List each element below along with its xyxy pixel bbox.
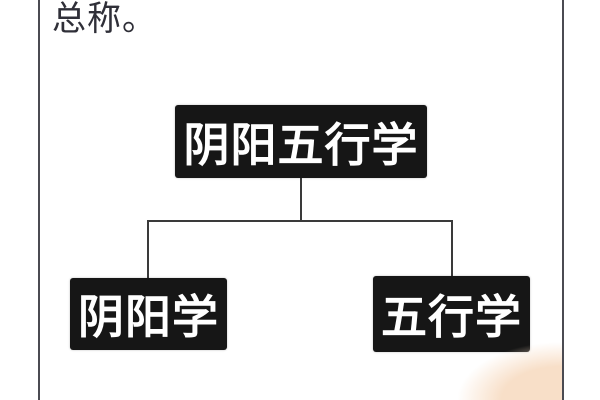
paragraph-text: 总称。 [52, 0, 157, 38]
page-left-border [38, 0, 40, 400]
node-child-right: 五行学 [373, 276, 530, 352]
node-child-left: 阴阳学 [70, 278, 227, 350]
connector-right-drop [451, 220, 453, 276]
connector-root-stem [300, 178, 302, 221]
node-root: 阴阳五行学 [175, 105, 427, 178]
page-right-border [562, 0, 564, 400]
connector-left-drop [147, 220, 149, 278]
connector-horizontal [147, 220, 453, 222]
